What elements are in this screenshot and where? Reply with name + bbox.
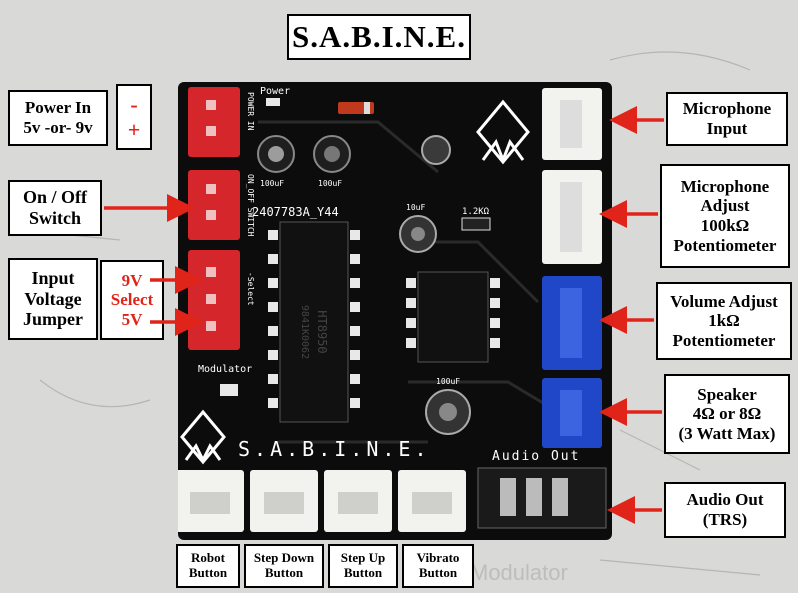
capacitor-2 [313,135,351,173]
pin-label-select: -Select [246,272,255,306]
voltage-select-label: 9V Select 5V [100,260,164,340]
cap-100uf-label: 100uF [436,377,460,386]
on-off-label: On / Off Switch [8,180,102,236]
capacitor-1 [257,135,295,173]
cap-10uf-label: 10uF [406,203,425,212]
pcb-graphics: POWER IN ON_OFF SWITCH -Select Power 100… [176,86,607,532]
audio-out-silk: Audio Out [492,449,580,464]
cap-label-2: 100uF [318,179,342,188]
mic-adjust-label: Microphone Adjust 100kΩ Potentiometer [660,164,790,268]
step-down-button-label: Step Down Button [244,544,324,588]
voltage-jumper-connector [188,250,240,350]
polarity-label: - + [116,84,152,150]
power-in-label: Power In 5v -or- 9v [8,90,108,146]
logo-top [476,99,530,165]
board-silk-name: S.A.B.I.N.E. [238,437,431,461]
volume-adjust-label: Volume Adjust 1kΩ Potentiometer [656,282,792,360]
amp-chip [406,271,500,363]
pin-label-power: POWER IN [246,92,255,131]
mic-input-connector [542,88,602,160]
page-title: S.A.B.I.N.E. [287,14,471,60]
volume-adjust-connector [542,276,602,370]
svg-text:Modulator: Modulator [470,560,568,585]
polarity-plus: + [127,117,141,142]
on-off-connector [188,170,240,240]
vibrato-button-label: Vibrato Button [402,544,474,588]
mic-adjust-connector [542,170,602,264]
main-chip: HT8950 9841K0062 [279,221,349,423]
power-led [266,98,280,106]
speaker-connector [542,378,602,448]
cap-label-1: 100uF [260,179,284,188]
speaker-label: Speaker 4Ω or 8Ω (3 Watt Max) [664,374,790,454]
chip-text-1: HT8950 [315,310,329,353]
step-up-button-label: Step Up Button [328,544,398,588]
modulator-led [220,384,238,396]
capacitor-10uf [399,215,437,253]
input-voltage-label: Input Voltage Jumper [8,258,98,340]
pin-label-onoff: ON_OFF SWITCH [246,174,255,237]
power-in-connector [188,87,240,157]
polarity-minus: - [130,91,138,117]
resistor-label: 1.2KΩ [462,207,490,217]
audio-out-label: Audio Out (TRS) [664,482,786,538]
resistor [461,217,491,231]
chip-pins [268,230,360,408]
chip-text-2: 9841K0062 [299,305,310,359]
audio-jack [477,467,607,529]
power-led-label: Power [260,86,290,97]
logo-bottom [180,409,226,465]
modulator-label: Modulator [198,364,252,375]
chip-top-label: 2407783A_Y44 [252,205,339,219]
robot-button-label: Robot Button [176,544,240,588]
capacitor-3 [421,135,451,165]
mic-input-label: Microphone Input [666,92,788,146]
pcb-board: POWER IN ON_OFF SWITCH -Select Power 100… [176,82,612,540]
capacitor-100uf [425,389,471,435]
